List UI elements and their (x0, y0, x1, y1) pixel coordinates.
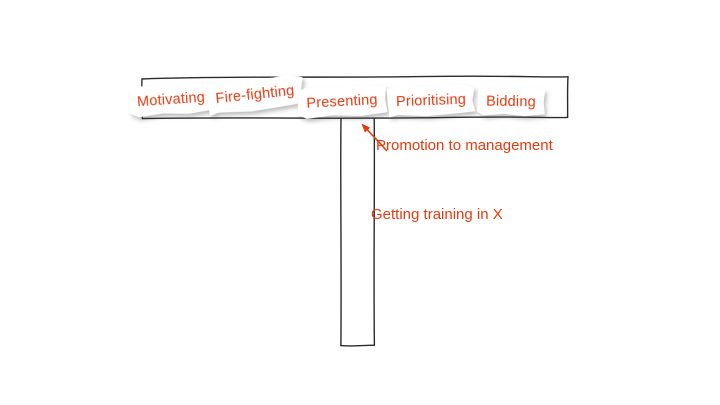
skill-label: Presenting (305, 91, 379, 112)
skill-label: Bidding (485, 93, 537, 110)
skill-label: Fire-fighting (214, 82, 296, 107)
paper-scrap: Presenting (296, 84, 387, 120)
training-annotation: Getting training in X (371, 206, 503, 223)
paper-scrap: Motivating (128, 81, 214, 118)
skill-label: Prioritising (395, 91, 467, 110)
paper-scrap: Bidding (477, 86, 545, 116)
t-stem-outline (340, 117, 376, 347)
skill-scrap-presenting: Presenting (296, 84, 387, 120)
paper-scrap: Prioritising (386, 83, 475, 117)
skill-scrap-prioritising: Prioritising (386, 83, 475, 117)
promotion-arrow-icon (361, 123, 388, 152)
skill-scrap-motivating: Motivating (128, 81, 214, 118)
promotion-annotation: Promotion to management (376, 137, 553, 154)
skill-label: Motivating (136, 89, 206, 110)
skill-scrap-bidding: Bidding (477, 86, 545, 116)
